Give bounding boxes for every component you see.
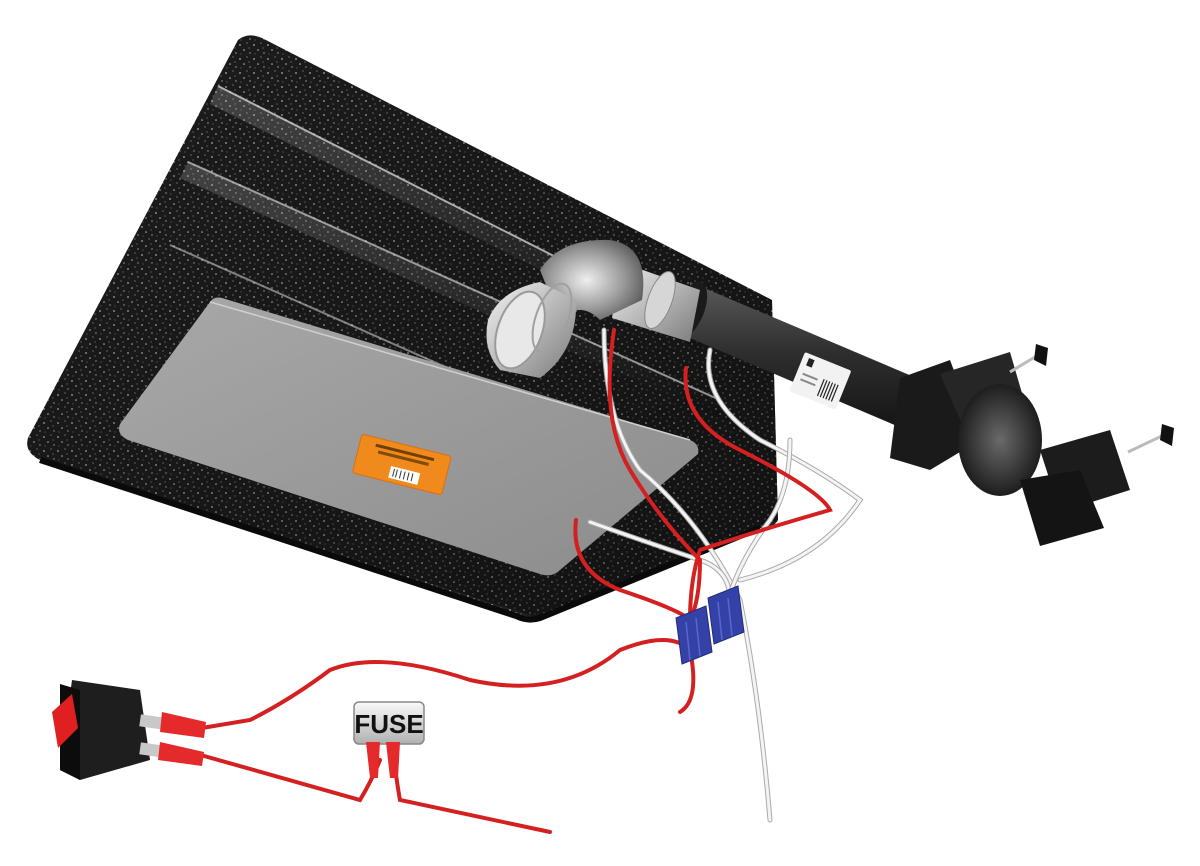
spade-connector: [158, 742, 204, 766]
ridge: [180, 162, 720, 418]
power-lead-wire: [392, 758, 552, 834]
barcode-sticker: [789, 352, 851, 410]
spade-connector: [160, 712, 206, 738]
swivel-mount: [890, 344, 1174, 546]
wire-connectors: [675, 585, 745, 665]
switch-terminal: [139, 714, 165, 730]
product-label: [352, 434, 452, 495]
switch-body: [60, 680, 150, 780]
fuse-feed-wire: [188, 750, 382, 803]
switch-rocker: [52, 694, 78, 748]
wiring: [188, 327, 864, 834]
connector-left: [675, 605, 713, 665]
switch-feed-wire: [188, 638, 692, 732]
switch-terminal: [139, 742, 165, 758]
mount-ball: [958, 384, 1042, 496]
connector-right: [707, 585, 745, 645]
elbow-duct: [486, 239, 700, 378]
clamp-screw: [1127, 432, 1167, 454]
inline-fuse: FUSE: [353, 701, 425, 778]
fuse-label: FUSE: [354, 709, 423, 739]
rocker-switch: [52, 680, 206, 780]
